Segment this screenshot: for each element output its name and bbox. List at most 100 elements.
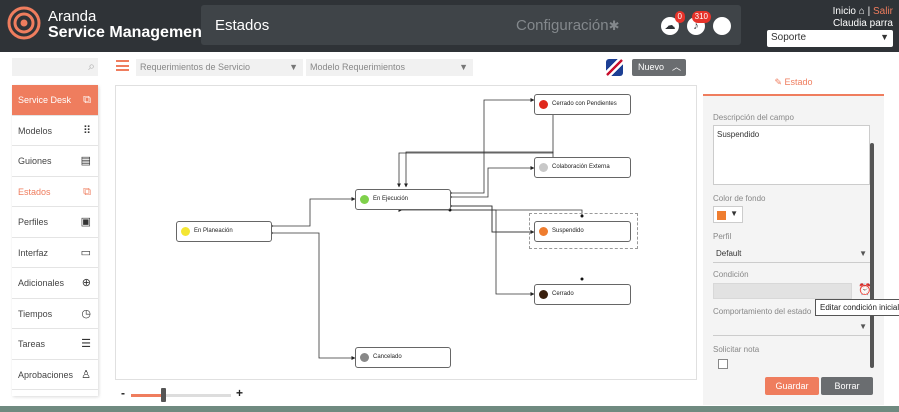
sidebar-item-label: Guiones: [18, 156, 52, 166]
panel-scrollbar[interactable]: [870, 143, 874, 368]
connector: [450, 98, 535, 194]
new-button-label: Nuevo: [638, 62, 665, 72]
stopwatch-icon: ◷: [81, 307, 91, 320]
profile-select[interactable]: Default ▼: [713, 245, 870, 263]
behavior-select[interactable]: ▼: [713, 318, 870, 336]
state-color-dot: [360, 353, 369, 362]
state-node-suspendido[interactable]: Suspendido: [534, 221, 631, 242]
copy-icon: ⧉: [83, 94, 91, 106]
state-node-cancelado[interactable]: Cancelado: [355, 347, 451, 368]
bgcolor-picker[interactable]: ▼: [713, 206, 743, 223]
request-note-checkbox[interactable]: [718, 359, 728, 369]
zoom-slider-handle[interactable]: [160, 388, 166, 402]
connector: [272, 232, 356, 360]
state-label: En Ejecución: [373, 196, 409, 202]
tab-estado[interactable]: ✎ Estado: [703, 69, 884, 96]
state-color-dot: [539, 163, 548, 172]
service-type-dropdown[interactable]: Requerimientos de Servicio ▼: [136, 59, 303, 76]
state-label: Cancelado: [373, 354, 402, 360]
state-label: En Planeación: [194, 228, 233, 234]
id-card-icon: ▣: [80, 216, 91, 228]
chevron-down-icon: ▼: [289, 62, 298, 72]
state-color-dot: [539, 227, 548, 236]
behavior-label: Comportamiento del estado: [713, 307, 812, 316]
stamp-icon: ♙: [81, 368, 91, 381]
header-panel: Estados Configuración✱ ☁ 0 ♪ 310: [201, 5, 741, 45]
state-node-colaboracion-externa[interactable]: Colaboración Externa: [534, 157, 631, 178]
chevron-down-icon: ▼: [859, 322, 867, 331]
state-label: Suspendido: [552, 228, 584, 234]
state-node-cerrado-con-pendientes[interactable]: Cerrado con Pendientes: [534, 94, 631, 115]
logout-link[interactable]: Salir: [872, 6, 893, 17]
tooltip: Editar condición inicial: [815, 299, 899, 316]
sidebar-item-guiones[interactable]: Guiones▤: [12, 146, 98, 177]
top-header: Aranda Service Management Estados Config…: [0, 0, 899, 52]
connector: [401, 208, 583, 216]
state-properties-panel: ✎ Estado Descripción del campo Suspendid…: [703, 69, 884, 405]
sidebar-item-perfiles[interactable]: Perfiles▣: [12, 207, 98, 238]
chevron-up-icon: ︿: [671, 62, 681, 72]
bottom-strip: [0, 406, 899, 412]
sidebar-item-interfaz[interactable]: Interfaz ▭: [12, 237, 98, 268]
workflow-canvas[interactable]: En Planeación En Ejecución Cerrado con P…: [115, 85, 697, 380]
connector: [450, 166, 535, 198]
description-label: Descripción del campo: [713, 113, 794, 122]
state-node-en-ejecucion[interactable]: En Ejecución: [355, 189, 451, 210]
sidebar-item-label: Estados: [18, 186, 51, 197]
brand-name: Aranda: [48, 8, 97, 25]
description-textarea[interactable]: Suspendido: [713, 125, 870, 185]
state-color-dot: [539, 100, 548, 109]
avatar[interactable]: [713, 17, 731, 35]
zoom-out-button[interactable]: -: [121, 386, 125, 400]
copy-icon: ⧉: [83, 185, 91, 198]
sidebar-item-tareas[interactable]: Tareas☰: [12, 329, 98, 360]
model-value: Modelo Requerimientos: [310, 62, 406, 72]
cloud-badge: 0: [674, 11, 685, 23]
state-label: Cerrado: [552, 291, 574, 297]
profile-value: Default: [716, 249, 742, 258]
sidebar-item-label: Service Desk: [18, 95, 72, 105]
sidebar-item-modelos[interactable]: Modelos ⠿: [12, 115, 98, 146]
zoom-in-button[interactable]: +: [236, 386, 244, 400]
bgcolor-label: Color de fondo: [713, 194, 766, 203]
model-dropdown[interactable]: Modelo Requerimientos ▼: [306, 59, 473, 76]
edit-icon: ✎: [774, 77, 782, 87]
tab-label: Estado: [784, 77, 813, 87]
monitor-icon: ▭: [80, 246, 91, 259]
color-swatch: [717, 211, 726, 220]
zoom-slider[interactable]: [131, 388, 231, 402]
bell-notification-button[interactable]: ♪ 310: [687, 11, 711, 35]
config-link[interactable]: Configuración✱: [516, 17, 619, 34]
role-value: Soporte: [771, 32, 807, 43]
alarm-clock-icon[interactable]: ⏰: [858, 284, 872, 296]
sidebar-item-adicionales[interactable]: Adicionales⊕: [12, 268, 98, 299]
sidebar-item-tiempos[interactable]: Tiempos◷: [12, 298, 98, 329]
condition-label: Condición: [713, 270, 749, 279]
profile-label: Perfil: [713, 232, 732, 241]
page-title: Estados: [215, 17, 270, 34]
home-link[interactable]: Inicio: [832, 6, 856, 17]
cloud-notification-button[interactable]: ☁ 0: [661, 11, 685, 35]
new-button[interactable]: Nuevo ︿: [632, 59, 686, 76]
sidebar-item-estados[interactable]: Estados ⧉: [12, 176, 98, 207]
grid-icon: ⠿: [82, 124, 91, 137]
zoom-slider-fill: [131, 394, 163, 397]
sidebar-search-input[interactable]: ⌕: [12, 58, 98, 76]
sidebar-item-service-desk[interactable]: Service Desk ⧉: [12, 85, 98, 116]
save-button[interactable]: Guardar: [765, 377, 819, 395]
chevron-down-icon: ▼: [459, 62, 468, 72]
hamburger-menu-icon[interactable]: [116, 60, 129, 71]
state-node-en-planeacion[interactable]: En Planeación: [176, 221, 272, 242]
bell-icon: ♪: [693, 20, 699, 32]
sidebar-item-aprobaciones[interactable]: Aprobaciones♙: [12, 359, 98, 390]
delete-button[interactable]: Borrar: [821, 377, 873, 395]
language-flag-icon[interactable]: [606, 59, 623, 76]
role-select[interactable]: Soporte ▼: [767, 30, 893, 47]
sidebar-item-label: Interfaz: [18, 247, 49, 258]
sidebar-item-label: Modelos: [18, 125, 53, 136]
state-node-cerrado[interactable]: Cerrado: [534, 284, 631, 305]
bell-badge: 310: [691, 11, 711, 23]
sidebar: Service Desk ⧉ Modelos ⠿ Guiones▤ Estados ⧉…: [12, 85, 98, 396]
state-label: Cerrado con Pendientes: [552, 101, 617, 107]
